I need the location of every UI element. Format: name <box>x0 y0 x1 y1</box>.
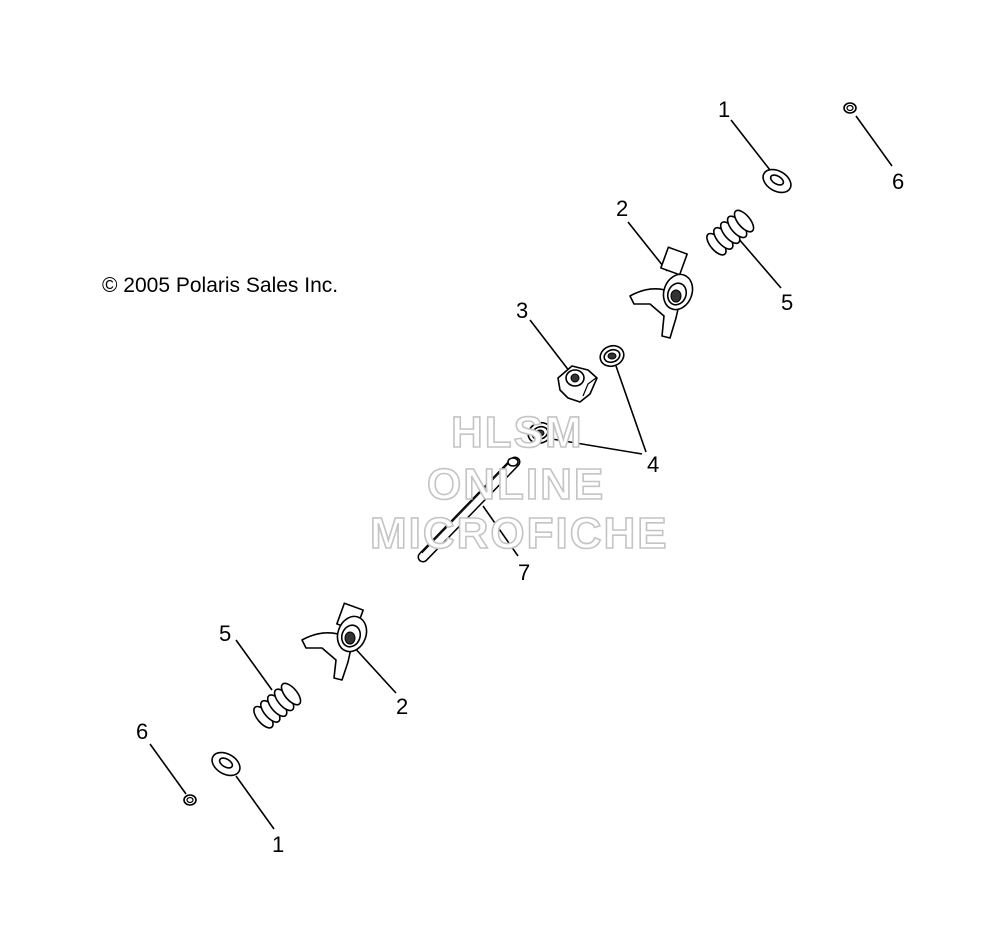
washer-top <box>762 168 792 194</box>
shift-fork-top <box>629 246 694 339</box>
detent-spring-lower <box>527 421 553 445</box>
clip-top <box>843 102 857 114</box>
callout-1-bottom: 1 <box>272 832 284 857</box>
callout-4: 4 <box>647 452 659 477</box>
callout-2-top: 2 <box>616 196 628 221</box>
callout-labels: 1 6 2 5 3 4 7 5 2 6 1 <box>136 97 904 857</box>
watermark-line-2: ONLINE <box>426 459 606 510</box>
selector <box>557 365 598 403</box>
leader-lines <box>149 115 893 830</box>
callout-3: 3 <box>516 298 528 323</box>
clip-bottom <box>183 794 197 806</box>
watermark-line-3: MICROFICHE <box>369 508 669 559</box>
washer-bottom <box>211 751 241 777</box>
shift-shaft <box>417 456 521 563</box>
copyright-notice: © 2005 Polaris Sales Inc. <box>102 274 339 297</box>
callout-1-top: 1 <box>718 97 730 122</box>
callout-6-bottom: 6 <box>136 719 148 744</box>
callout-5-bottom: 5 <box>219 621 231 646</box>
detent-spring-upper <box>599 344 625 368</box>
callout-6-top: 6 <box>892 169 904 194</box>
spring-bottom <box>253 682 302 729</box>
shift-fork-bottom <box>301 602 368 681</box>
watermark-line-1: HLSM <box>450 407 584 458</box>
spring-top <box>706 209 755 256</box>
callout-2-bottom: 2 <box>396 694 408 719</box>
callout-5-top: 5 <box>781 290 793 315</box>
callout-7: 7 <box>518 560 530 585</box>
